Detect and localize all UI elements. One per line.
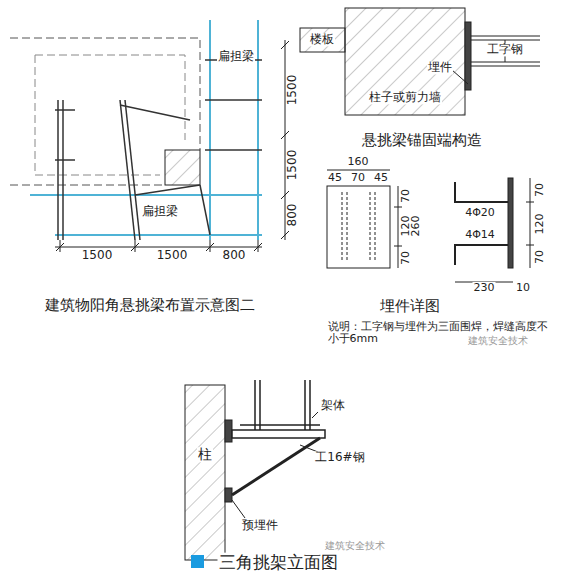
- label: 70: [400, 250, 412, 266]
- label: 10: [515, 282, 531, 294]
- label: 埋件详图: [379, 298, 441, 315]
- label: 建筑物阳角悬挑梁布置示意图二: [44, 297, 256, 314]
- label: 埋件: [427, 61, 453, 74]
- label: 70: [350, 172, 366, 184]
- label: 4Φ20: [464, 207, 496, 219]
- label: 建筑安全技术: [324, 540, 386, 551]
- label: 架体: [320, 399, 346, 412]
- label: 120: [534, 213, 546, 236]
- label: 1500: [156, 249, 189, 262]
- label: 扁担梁: [217, 50, 255, 63]
- label: 悬挑梁锚固端构造: [361, 132, 483, 149]
- label: 4Φ14: [464, 229, 496, 241]
- embed-detail: [327, 170, 534, 282]
- label: 三角挑架立面图: [218, 553, 339, 572]
- label: 工字钢: [486, 43, 524, 56]
- label: 预埋件: [241, 519, 279, 532]
- label: 楼板: [309, 33, 335, 46]
- label: 扁担梁: [141, 205, 179, 218]
- label: 1500: [286, 74, 299, 107]
- label: 1500: [286, 149, 299, 182]
- label: 45: [327, 172, 343, 184]
- label: 柱子或剪力墙: [368, 91, 442, 104]
- label: 800: [286, 203, 299, 228]
- bracket-elevation: [185, 380, 325, 568]
- label: 1500: [81, 249, 114, 262]
- label: 70: [400, 188, 412, 204]
- anchor-detail: [300, 8, 540, 115]
- label: 800: [222, 249, 247, 262]
- label: 柱: [197, 447, 213, 462]
- label: 建筑安全技术: [467, 335, 529, 346]
- label: 230: [473, 282, 496, 294]
- label: 260: [410, 215, 422, 238]
- plan-view: [10, 20, 289, 252]
- label: 70: [534, 182, 546, 198]
- label: 工16#钢: [314, 451, 365, 464]
- label: 160: [347, 156, 370, 168]
- label: 45: [373, 172, 389, 184]
- label: 70: [534, 249, 546, 265]
